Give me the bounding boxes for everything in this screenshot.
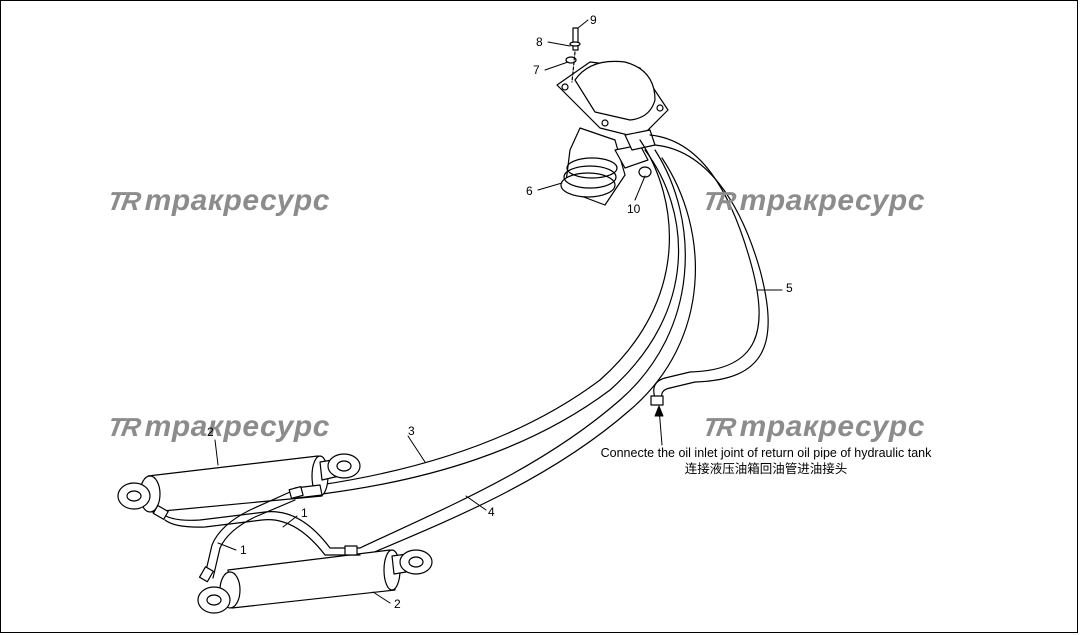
pipe-4	[359, 149, 697, 557]
pipe-3	[319, 139, 680, 495]
callout-7: 7	[533, 63, 540, 77]
note-chinese: 连接液压油箱回油管进油接头	[684, 461, 848, 476]
callout-1-upper: 1	[301, 506, 308, 520]
pipe-5	[649, 134, 769, 406]
pipes-1	[152, 485, 361, 583]
watermark-text: тракресурс	[144, 410, 330, 443]
watermark-logo: TR	[700, 411, 737, 442]
lower-cylinder	[197, 549, 433, 614]
watermark-logo: TR	[700, 185, 737, 216]
watermark: TR тракресурс	[105, 184, 330, 218]
watermark-text: тракресурс	[739, 410, 925, 443]
watermark: TR тракресурс	[105, 410, 330, 444]
upper-cylinder	[117, 453, 361, 513]
callout-8: 8	[536, 35, 543, 49]
leader-lines	[214, 19, 783, 604]
callout-4: 4	[488, 505, 495, 519]
callout-2-upper: 2	[207, 425, 214, 439]
callout-5: 5	[786, 281, 793, 295]
callout-1-lower: 1	[240, 543, 247, 557]
return-joint-note: Connecte the oil inlet joint of return o…	[566, 446, 966, 477]
watermark-logo: TR	[105, 185, 142, 216]
callout-10: 10	[627, 202, 641, 216]
watermark-text: тракресурс	[144, 184, 330, 217]
callout-3: 3	[408, 424, 415, 438]
hydraulic-tank-assembly	[556, 27, 669, 206]
watermark: TR тракресурс	[700, 410, 925, 444]
callout-6: 6	[526, 184, 533, 198]
callout-2-lower: 2	[394, 597, 401, 611]
note-english: Connecte the oil inlet joint of return o…	[600, 446, 932, 460]
note-arrow	[654, 405, 664, 446]
watermark-text: тракресурс	[739, 184, 925, 217]
callout-9: 9	[590, 13, 597, 27]
watermark: TR тракресурс	[700, 184, 925, 218]
watermark-logo: TR	[105, 411, 142, 442]
